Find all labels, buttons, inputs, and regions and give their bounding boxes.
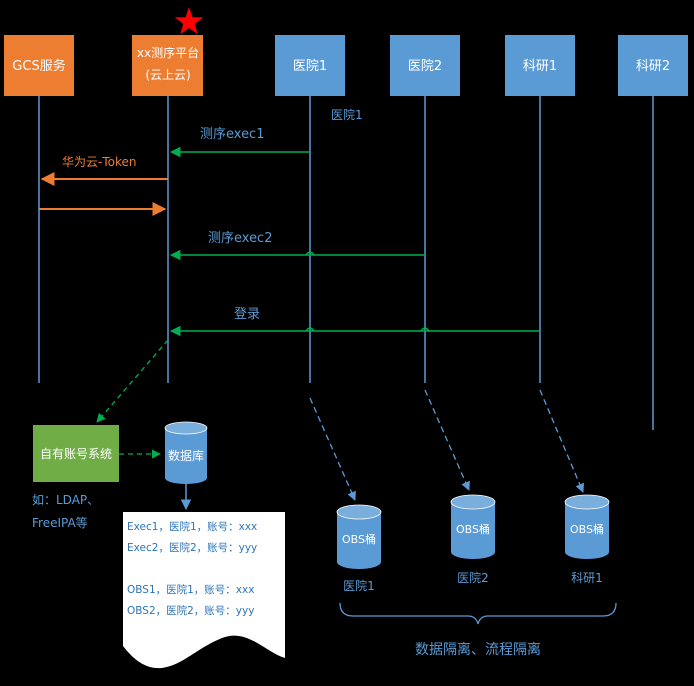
platform-label-line1: xx测序平台 <box>137 45 199 60</box>
bucket-caption: 科研1 <box>571 571 603 585</box>
account-system-note-line1: 如：LDAP、 <box>32 492 99 507</box>
obs-bucket-hospital2: OBS桶 <box>450 494 496 559</box>
login-crossing-hop-1 <box>305 327 315 332</box>
exec2-crossing-hop <box>305 251 315 256</box>
research1-box: 科研1 <box>505 35 575 96</box>
obs-bucket-hospital1: OBS桶 <box>336 504 382 569</box>
bucket-label: OBS桶 <box>342 532 376 546</box>
bucket-caption: 医院1 <box>343 579 375 593</box>
obs-bucket-research1: OBS桶 <box>564 494 610 559</box>
login-crossing-hop-2 <box>420 327 430 332</box>
research2-box: 科研2 <box>618 35 688 96</box>
database-label: 数据库 <box>168 448 204 463</box>
isolation-label: 数据隔离、流程隔离 <box>415 641 541 658</box>
star-icon <box>174 7 204 35</box>
bucket-label: OBS桶 <box>570 522 604 536</box>
database-icon: 数据库 <box>164 421 208 484</box>
account-system-box: 自有账号系统 <box>33 425 119 482</box>
account-system-label: 自有账号系统 <box>40 447 112 461</box>
hospital2-box: 医院2 <box>390 35 460 96</box>
research1-label: 科研1 <box>523 59 557 74</box>
research1-to-bucket-arrow <box>539 389 585 493</box>
document-line-1: Exec1，医院1，账号：xxx <box>127 520 257 533</box>
hospital1-label: 医院1 <box>293 59 327 74</box>
hospital2-label: 医院2 <box>408 59 442 74</box>
login-message-label: 登录 <box>234 307 260 322</box>
platform-to-account-arrow <box>96 339 169 423</box>
platform-label-line2: (云上云) <box>145 68 190 82</box>
hospital1-annotation: 医院1 <box>331 108 363 122</box>
hospital1-to-bucket-arrow <box>309 397 356 501</box>
isolation-bracket <box>339 602 617 625</box>
exec1-message-label: 测序exec1 <box>200 127 264 142</box>
bucket-label: OBS桶 <box>456 522 490 536</box>
exec2-message-label: 测序exec2 <box>208 231 272 246</box>
hospital2-to-bucket-arrow <box>424 389 470 491</box>
account-system-note-line2: FreeIPA等 <box>32 516 88 530</box>
document-line-3: OBS1，医院1，账号：xxx <box>127 583 254 596</box>
research2-label: 科研2 <box>636 59 670 74</box>
sequencing-platform-box: xx测序平台 (云上云) <box>132 35 203 96</box>
document-line-2: Exec2，医院2，账号：yyy <box>127 541 257 554</box>
hospital1-box: 医院1 <box>275 35 345 96</box>
gcs-service-label: GCS服务 <box>12 58 65 74</box>
gcs-service-box: GCS服务 <box>4 35 74 96</box>
account-mapping-document: Exec1，医院1，账号：xxx Exec2，医院2，账号：yyy OBS1，医… <box>123 512 285 669</box>
bucket-caption: 医院2 <box>457 571 489 585</box>
huawei-token-label: 华为云-Token <box>62 155 136 169</box>
document-line-4: OBS2，医院2，账号：yyy <box>127 604 254 617</box>
